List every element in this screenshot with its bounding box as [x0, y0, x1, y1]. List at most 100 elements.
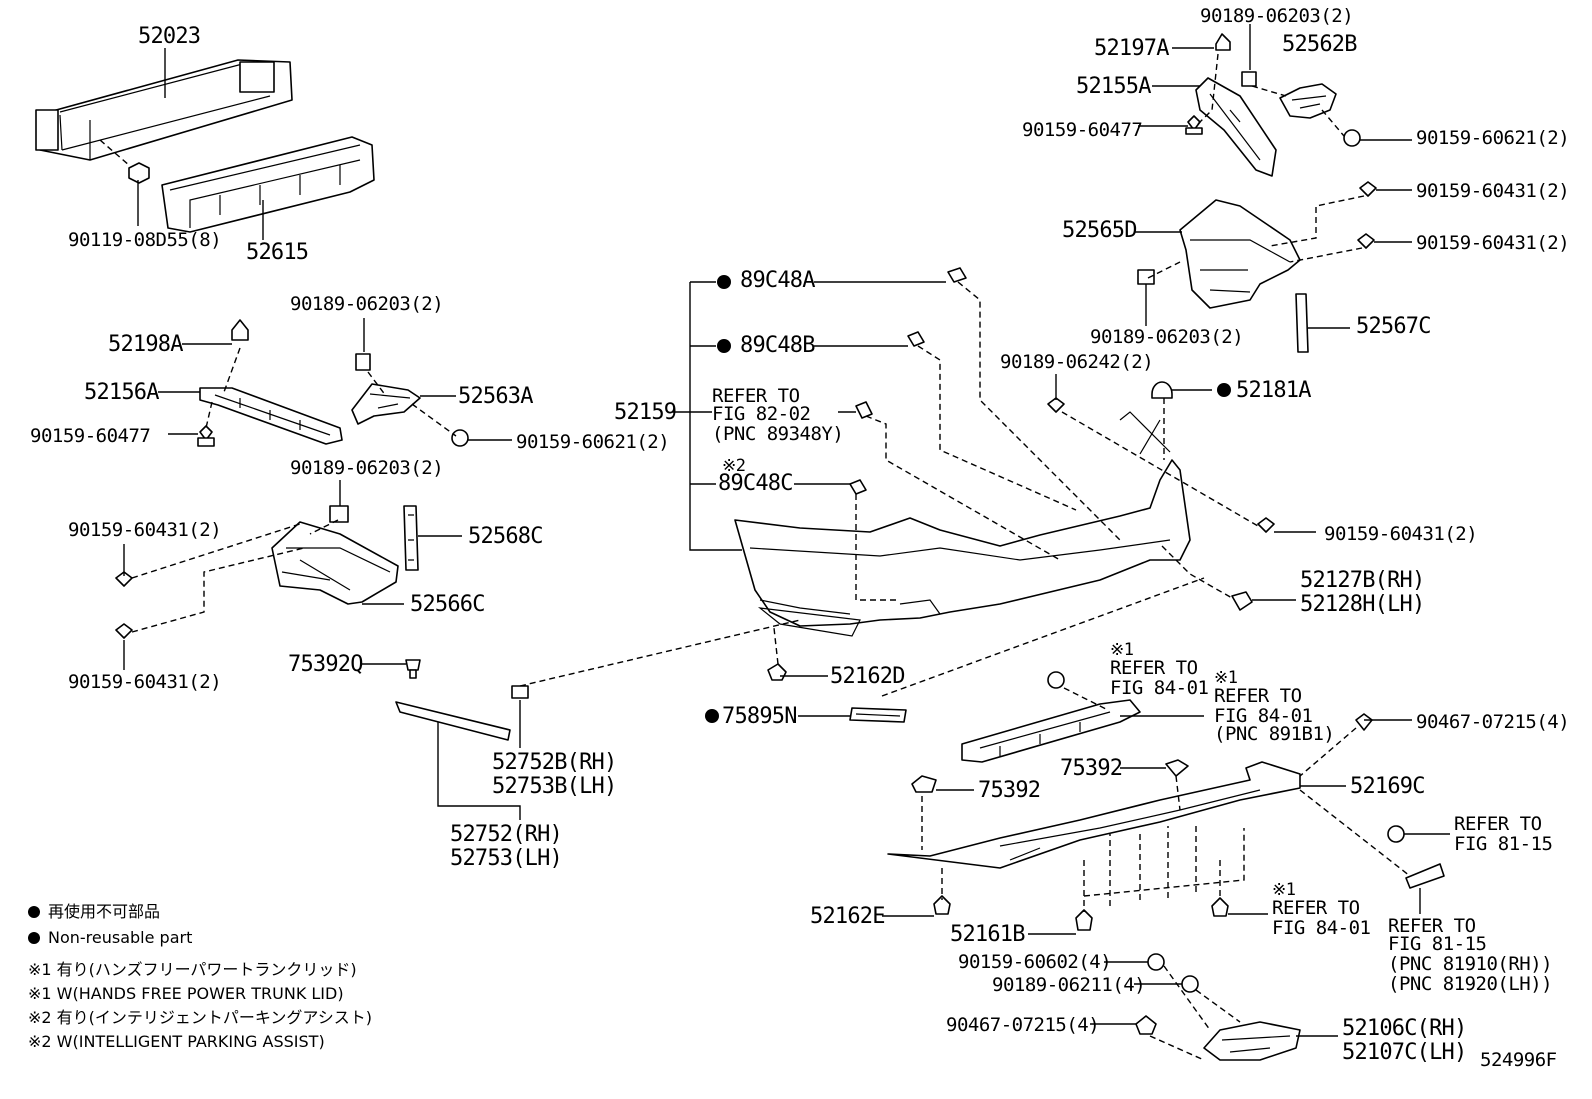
part-label-52156A: 52156A [84, 380, 159, 405]
nut-90189-06203-left1 [355, 353, 371, 371]
note-mark-1b: ※1 [1214, 668, 1238, 688]
part-label-52615: 52615 [246, 240, 309, 265]
part-label-52567C: 52567C [1356, 314, 1431, 339]
clip-52162D [767, 663, 787, 681]
sensor-89C48A [947, 267, 967, 283]
clip-52197A [1215, 33, 1231, 51]
refer-82-02-line1: REFER TO [712, 385, 800, 407]
clip-52198A [231, 319, 249, 341]
part-label-90159-60431-right1: 90159-60431(2) [1416, 180, 1570, 202]
refer-84-01-c-line2: FIG 84-01 [1272, 917, 1371, 939]
clip-refer-84-01-a [1047, 671, 1065, 689]
part-label-52162E: 52162E [810, 904, 885, 929]
cap-52181A [1151, 381, 1173, 399]
screw-90159-60431-r3 [1257, 517, 1275, 533]
refer-84-01-c-line1: REFER TO [1272, 897, 1360, 919]
part-label-90467-07215-bottom: 90467-07215(4) [946, 1014, 1100, 1036]
part-label-52198A: 52198A [108, 332, 183, 357]
clip-52162E [933, 895, 951, 915]
part-label-90159-60477-left: 90159-60477 [30, 425, 151, 447]
part-label-52169C: 52169C [1350, 774, 1425, 799]
part-label-52566C: 52566C [410, 592, 485, 617]
assembly-dashed-lines [99, 53, 1411, 1061]
clip-90467-07215-b [1135, 1015, 1157, 1035]
spacer-52568C [403, 505, 419, 571]
part-label-89C48A: 89C48A [740, 268, 815, 293]
screw-90159-60477-left [197, 425, 215, 447]
part-label-90159-60431-right3: 90159-60431(2) [1324, 523, 1478, 545]
legend-note1-ja: ※1 有り(ハンズフリーパワートランクリッド) [28, 960, 357, 979]
filled-dot-icon [28, 932, 40, 944]
part-label-52563A: 52563A [458, 384, 533, 409]
part-label-52162D: 52162D [830, 664, 905, 689]
spacer-52567C [1295, 293, 1309, 353]
part-label-90159-60431-left1: 90159-60431(2) [68, 519, 222, 541]
part-label-90159-60431-left2: 90159-60431(2) [68, 671, 222, 693]
part-label-52565D: 52565D [1062, 218, 1137, 243]
part-label-52106C: 52106C(RH) [1342, 1016, 1467, 1041]
screw-90159-60431-r1 [1359, 181, 1377, 197]
bumper-cover-52159 [734, 411, 1191, 637]
clip-refer-84-01-c [1211, 897, 1229, 917]
part-label-52127B: 52127B(RH) [1300, 568, 1425, 593]
part-label-52753B: 52753B(LH) [492, 774, 617, 799]
reflector-refer-81-15 [1405, 863, 1445, 889]
sensor-89C48B [907, 331, 925, 347]
refer-84-01-a-line1: REFER TO [1110, 657, 1198, 679]
clip-75392-a [1165, 759, 1189, 777]
nut-90189-06203-left2 [329, 505, 349, 523]
part-label-52752B: 52752B(RH) [492, 750, 617, 775]
note-mark-2: ※2 [722, 456, 746, 476]
refer-81-15-b-line3: (PNC 81910(RH)) [1388, 953, 1553, 975]
refer-84-01-b-line2: FIG 84-01 [1214, 705, 1313, 727]
refer-81-15-b-line2: FIG 81-15 [1388, 933, 1487, 955]
part-label-52181A: 52181A [1236, 378, 1311, 403]
legend-non-reusable-ja: 再使用不可部品 [28, 902, 160, 922]
screw-90159-60431-r2 [1357, 233, 1375, 249]
leader-lines [123, 24, 1450, 1037]
part-label-52159: 52159 [614, 400, 677, 425]
diagram-id: 524996F [1480, 1049, 1557, 1071]
filled-dot-icon [28, 906, 40, 918]
part-label-89C48B: 89C48B [740, 333, 815, 358]
cover-52127B [1231, 591, 1253, 611]
bracket-52566C [271, 521, 399, 605]
bracket-89348Y [855, 401, 873, 419]
part-label-52107C: 52107C(LH) [1342, 1040, 1467, 1065]
part-label-52753: 52753(LH) [450, 846, 563, 871]
part-label-75392-b: 75392 [978, 778, 1041, 803]
part-label-90159-60477-right: 90159-60477 [1022, 119, 1143, 141]
screw-90159-60477-right [1185, 115, 1203, 135]
bracket-52565D [1179, 199, 1301, 309]
part-label-75392Q: 75392Q [288, 652, 363, 677]
part-label-52128H: 52128H(LH) [1300, 592, 1425, 617]
clip-52161B [1075, 909, 1093, 931]
part-label-90189-06203-left2: 90189-06203(2) [290, 457, 444, 479]
screw-90467-07215-r [1355, 713, 1373, 731]
part-label-52197A: 52197A [1094, 36, 1169, 61]
refer-82-02-line3: (PNC 89348Y) [712, 423, 844, 445]
part-label-75392-a: 75392 [1060, 756, 1123, 781]
legend-note1-en: ※1 W(HANDS FREE POWER TRUNK LID) [28, 984, 344, 1003]
note-mark-1c: ※1 [1272, 880, 1296, 900]
part-label-90189-06203-right1: 90189-06203(2) [1200, 5, 1354, 27]
screw-90159-60621-right [1343, 129, 1361, 147]
refer-82-02-line2: FIG 82-02 [712, 403, 811, 425]
note-mark-1a: ※1 [1110, 640, 1134, 660]
retainer-52156A [199, 387, 343, 445]
retainer-52155A [1195, 77, 1277, 177]
bracket-52562B [1279, 83, 1337, 119]
screw-90159-60602 [1147, 953, 1165, 971]
refer-81-15-a-line2: FIG 81-15 [1454, 833, 1553, 855]
part-label-52562B: 52562B [1282, 32, 1357, 57]
bolt-90119 [128, 162, 150, 184]
part-label-52161B: 52161B [950, 922, 1025, 947]
part-label-90189-06203-left1: 90189-06203(2) [290, 293, 444, 315]
part-label-90159-60621-left: 90159-60621(2) [516, 431, 670, 453]
part-label-52023: 52023 [138, 24, 201, 49]
retainer-52752B [511, 685, 529, 699]
reflector-52752 [395, 701, 511, 741]
part-label-90159-60602: 90159-60602(4) [958, 951, 1112, 973]
bracket-891B1 [961, 699, 1141, 763]
